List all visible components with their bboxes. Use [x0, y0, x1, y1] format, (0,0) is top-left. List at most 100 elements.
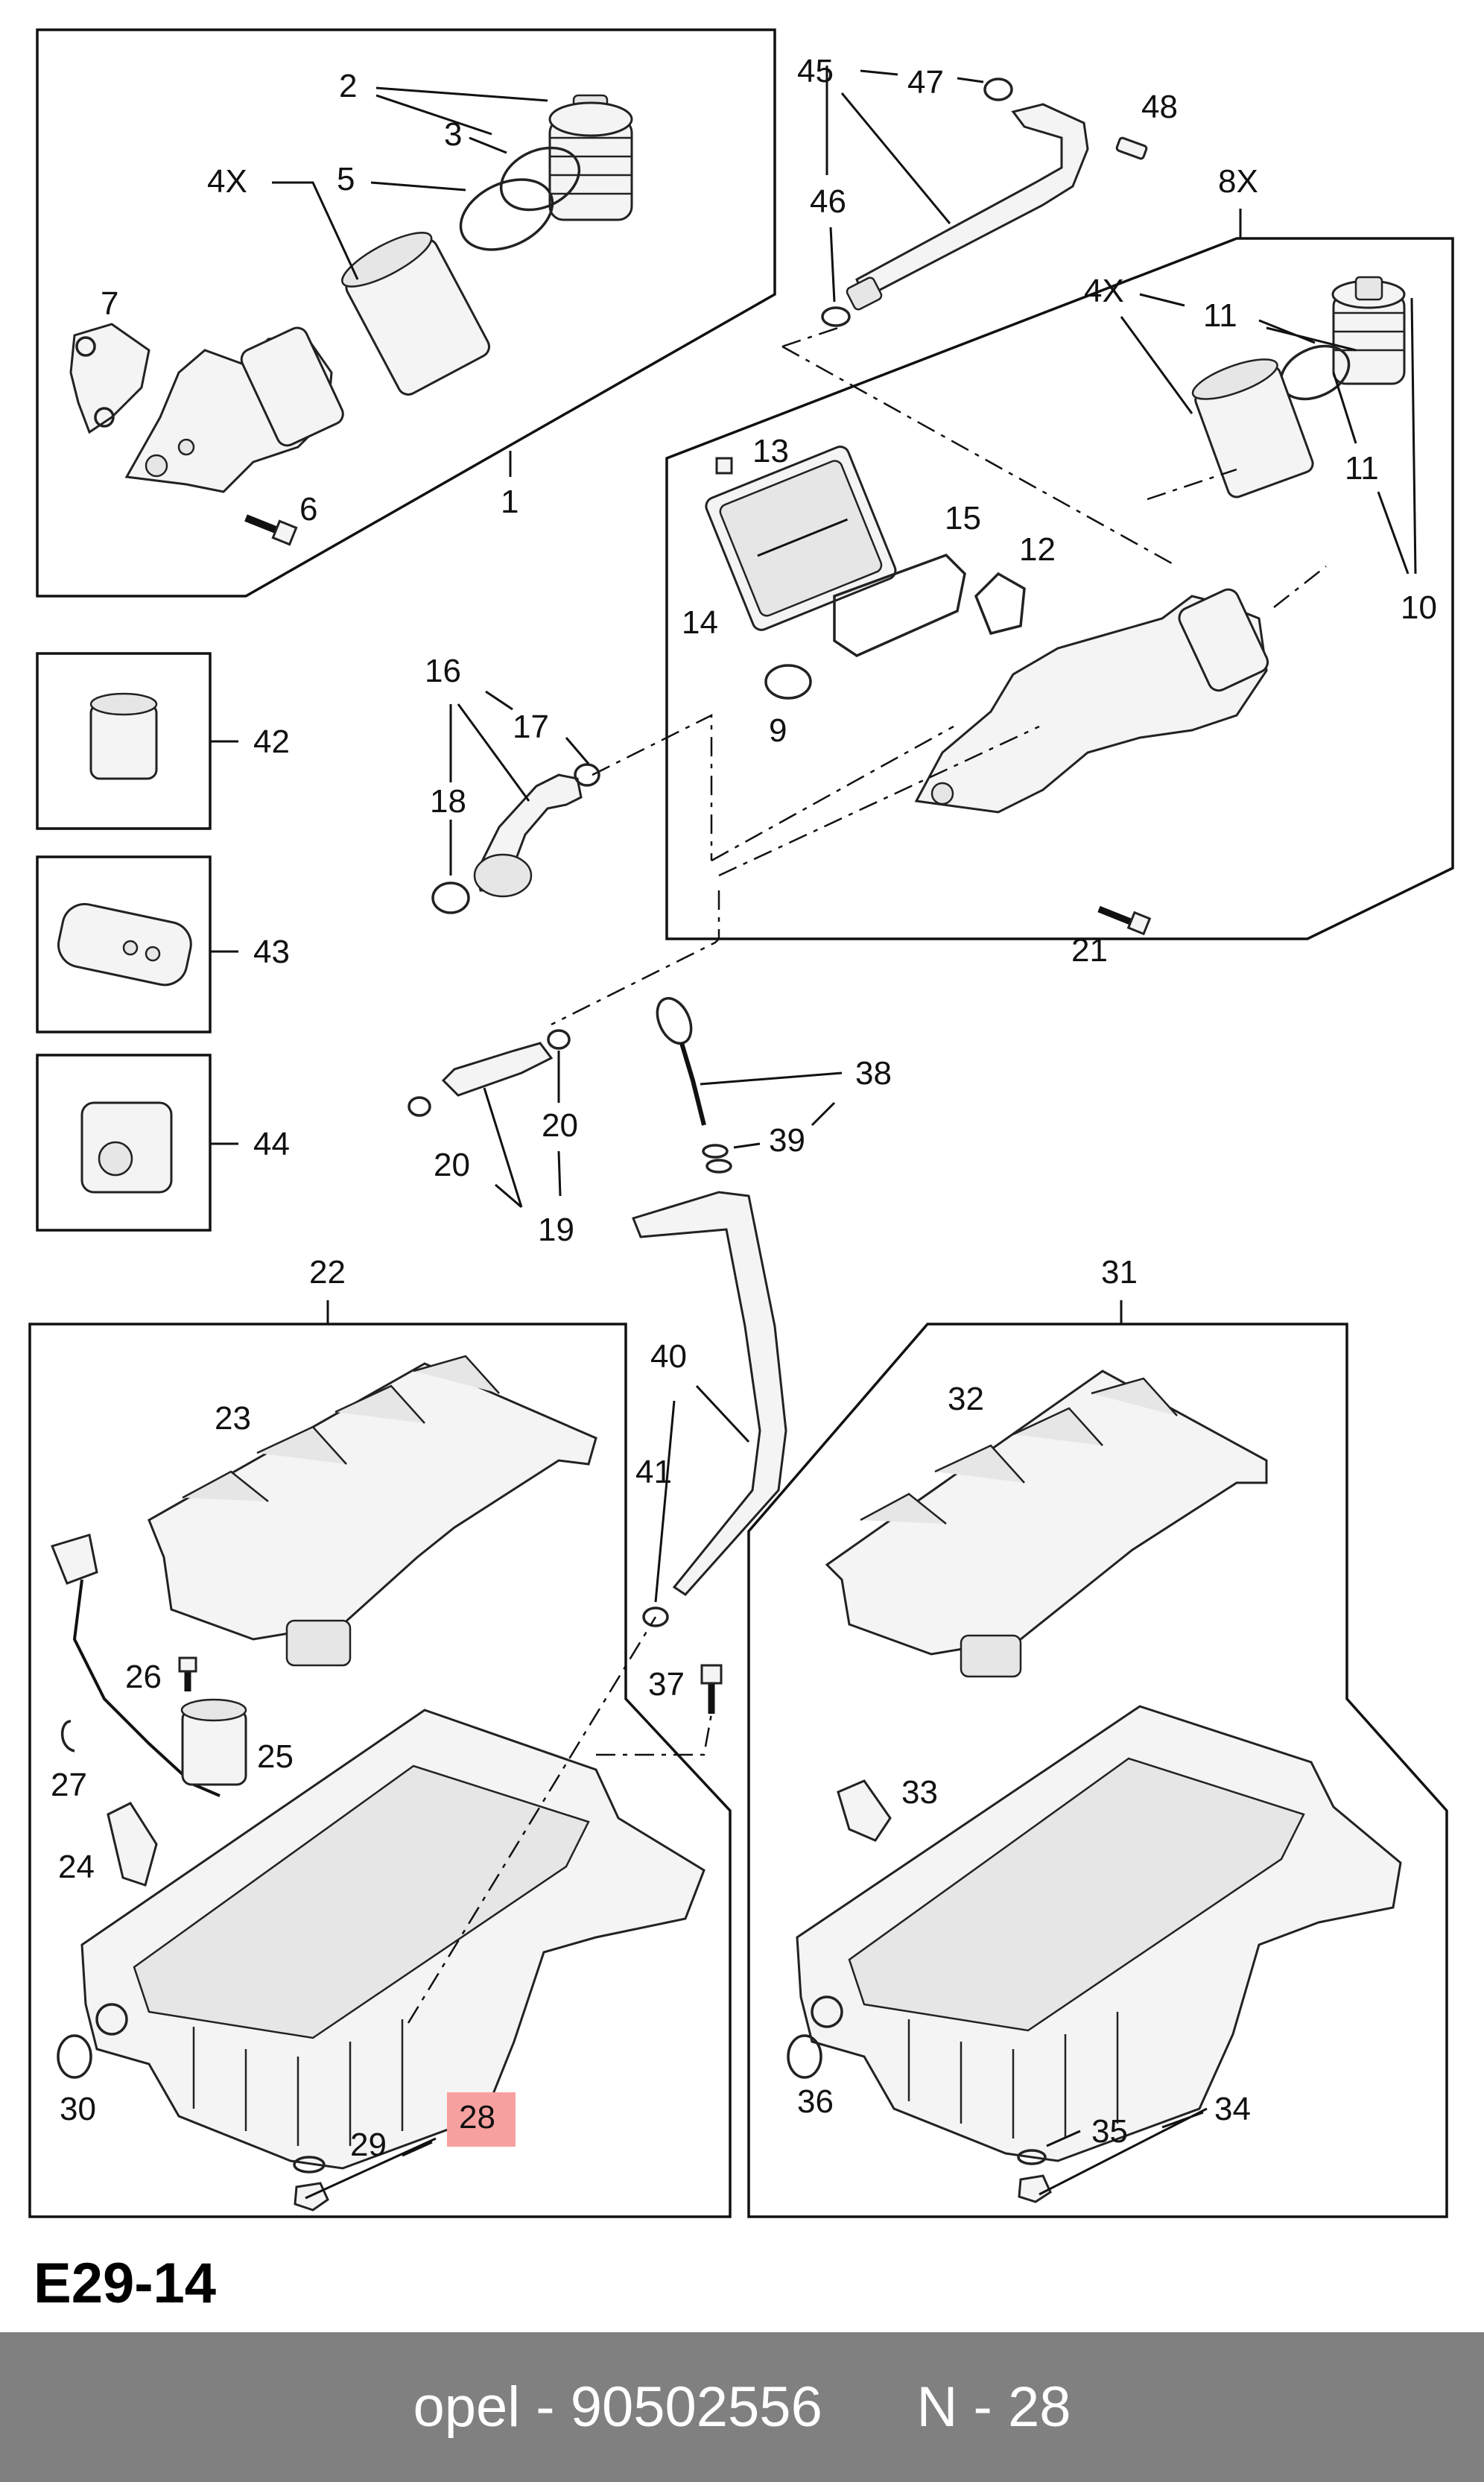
- footer-gap: [822, 2375, 917, 2440]
- washer-29-drawing: [293, 2156, 326, 2174]
- footer-part-number: 90502556: [570, 2375, 822, 2439]
- label-36: 36: [797, 2083, 834, 2120]
- part-44-drawing: [80, 1101, 173, 1194]
- filter-element-drawing: [341, 232, 490, 396]
- drain-plug-34-drawing: [1018, 2174, 1052, 2203]
- label-2: 2: [339, 68, 357, 104]
- label-9: 9: [769, 712, 787, 749]
- label-34: 34: [1214, 2091, 1251, 2127]
- baffle-23-drawing: [148, 1362, 597, 1641]
- leader-4x-cooler: [1120, 293, 1193, 414]
- label-47: 47: [907, 64, 944, 101]
- label-4x-cooler: 4X: [1084, 273, 1124, 309]
- box-43: [36, 855, 212, 1033]
- footer-separator: -: [520, 2375, 571, 2439]
- frame-bottom-right: [747, 1323, 1448, 2218]
- gasket-12-drawing: [974, 572, 1026, 636]
- label-11a: 11: [1203, 297, 1237, 334]
- leader-3: [469, 136, 507, 154]
- label-46: 46: [810, 183, 846, 220]
- label-20b: 20: [434, 1147, 470, 1183]
- label-24: 24: [58, 1849, 95, 1885]
- footer-bar: opel - 90502556 N - 28: [0, 2332, 1484, 2482]
- label-8x: 8X: [1218, 163, 1258, 200]
- leader-10: [1377, 297, 1417, 574]
- washer-35-drawing: [1017, 2149, 1047, 2165]
- footer-position: N - 28: [916, 2375, 1071, 2439]
- leader-4x: [272, 181, 359, 280]
- oil-pipe-19-group: 20 20 19: [408, 1029, 578, 1248]
- label-28: 28: [459, 2099, 495, 2136]
- o-ring-5-drawing: [459, 178, 554, 251]
- label-11b: 11: [1345, 450, 1379, 487]
- part-42-drawing: [89, 692, 158, 780]
- label-19: 19: [538, 1212, 574, 1248]
- oil-pipe-group: 16 17 18: [425, 653, 600, 914]
- dash-connection-upper: [781, 326, 1327, 608]
- frame-top-right: [665, 237, 1454, 940]
- label-32: 32: [948, 1381, 984, 1417]
- small-parts-group: 42 43 44: [36, 652, 290, 1232]
- label-48: 48: [1141, 89, 1178, 125]
- label-20a: 20: [542, 1107, 578, 1144]
- label-25: 25: [257, 1738, 294, 1775]
- oil-cooler-drawing: [705, 446, 897, 631]
- leader-45: [825, 66, 951, 224]
- seal-30-drawing: [57, 2034, 92, 2079]
- leader-2: [375, 86, 548, 136]
- label-12: 12: [1019, 531, 1056, 568]
- label-30: 30: [60, 2091, 96, 2127]
- label-42: 42: [253, 724, 290, 760]
- label-10: 10: [1401, 589, 1437, 626]
- label-44: 44: [253, 1126, 290, 1162]
- label-37: 37: [648, 1666, 685, 1703]
- label-17: 17: [513, 709, 549, 745]
- leader-11a: [1258, 319, 1357, 352]
- part-33-drawing: [837, 1779, 892, 1842]
- label-31: 31: [1101, 1254, 1138, 1291]
- label-22: 22: [309, 1254, 346, 1291]
- label-43: 43: [253, 934, 290, 970]
- parts-diagram: 2 3 4X 5 7 6 1 45 47 48 46: [28, 28, 1454, 2315]
- label-4x: 4X: [207, 163, 247, 200]
- oil-pan-left-group: 22 23 26 25 27 24 30 29 28: [28, 1254, 732, 2218]
- o-ring-9-drawing: [764, 664, 812, 700]
- baffle-32-drawing: [825, 1370, 1268, 1656]
- label-40: 40: [650, 1338, 687, 1375]
- diagram-code: E29-14: [34, 2252, 216, 2315]
- label-21: 21: [1071, 932, 1108, 969]
- label-45: 45: [797, 53, 834, 89]
- dash-connection-lower: [551, 713, 1040, 1026]
- label-7: 7: [101, 285, 118, 322]
- label-33: 33: [901, 1774, 938, 1811]
- oil-cooler-group: 8X 4X 11 11 10 13 15 12 14 9 21: [665, 163, 1454, 969]
- dipstick-group: 38 39 40 41: [632, 997, 892, 1627]
- dipstick-handle-drawing: [656, 997, 693, 1045]
- label-27: 27: [51, 1767, 87, 1803]
- part-43-drawing: [57, 902, 192, 987]
- filter-cap-drawing: [548, 94, 633, 221]
- seal-36-drawing: [787, 2034, 822, 2079]
- label-13: 13: [752, 433, 789, 469]
- leader-47: [860, 69, 984, 83]
- highlight-28: [447, 2092, 516, 2147]
- drain-plug-28-drawing: [294, 2182, 329, 2212]
- leader-46: [829, 227, 836, 303]
- gasket-7-drawing: [69, 323, 150, 434]
- label-35: 35: [1091, 2113, 1128, 2150]
- label-15: 15: [945, 500, 981, 536]
- label-1: 1: [501, 484, 519, 520]
- label-18: 18: [430, 783, 466, 820]
- oil-pan-right-group: 31 32 37 33 36 35 34: [648, 1254, 1448, 2218]
- label-38: 38: [855, 1055, 892, 1092]
- bolt-6-drawing: [244, 514, 298, 546]
- footer-brand: opel: [413, 2375, 521, 2439]
- oil-pipe-19-drawing: [441, 1042, 554, 1097]
- label-14: 14: [682, 604, 718, 641]
- part-24-drawing: [107, 1802, 158, 1887]
- label-16: 16: [425, 653, 461, 689]
- gasket-15-drawing: [833, 553, 966, 657]
- oil-tube-drawing: [855, 103, 1089, 300]
- leader-5: [370, 181, 466, 191]
- label-6: 6: [299, 491, 317, 528]
